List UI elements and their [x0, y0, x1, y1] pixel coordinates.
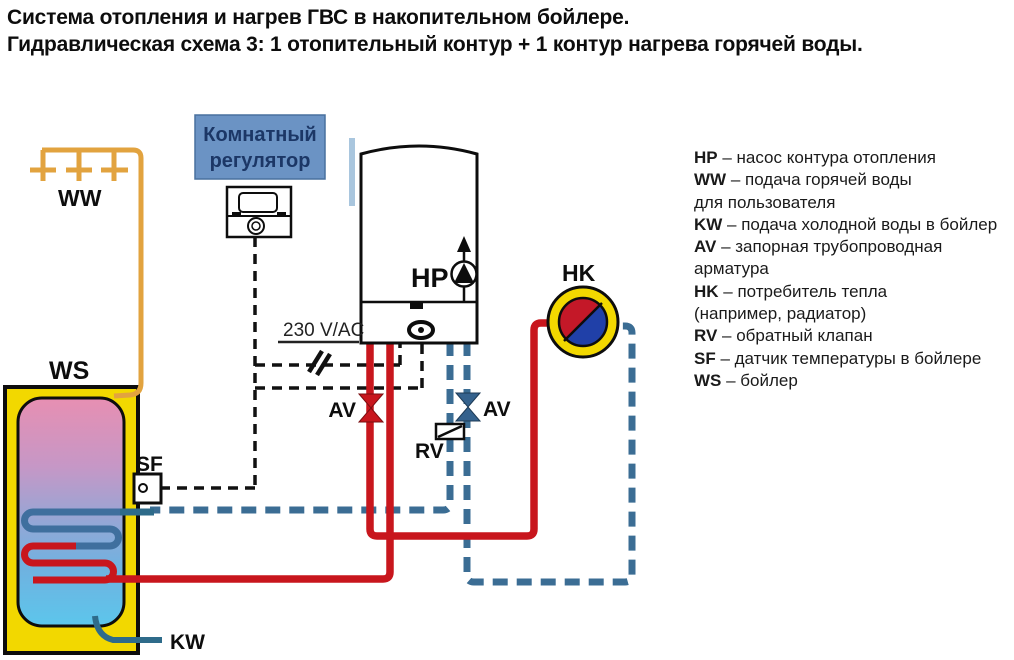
- legend-text: – подача горячей воды: [726, 170, 912, 190]
- tap-icon: [101, 150, 128, 181]
- control-wires: [161, 237, 424, 490]
- rv-label: RV: [415, 440, 444, 463]
- legend-item-av: AV – запорная трубопроводная: [694, 236, 1012, 258]
- boiler-connector-tab: [410, 303, 423, 309]
- regulator-label-line2: регулятор: [210, 150, 311, 172]
- legend-key: KW: [694, 214, 723, 234]
- radiator-core-outline: [557, 296, 609, 348]
- hp-label: HP: [411, 263, 449, 293]
- tap-icon: [66, 150, 92, 181]
- ww-hot-water-pipes: [30, 147, 144, 399]
- legend-key: RV: [694, 326, 718, 346]
- boiler-fan-icon: [407, 320, 435, 340]
- legend-item-av-cont: арматура: [694, 258, 1012, 280]
- ww-main-pipe: [42, 147, 144, 399]
- radiator-hot-half: [558, 297, 600, 339]
- callout-bar: [349, 138, 355, 206]
- kw-cold-water-pipe: [92, 615, 162, 643]
- legend-key: AV: [694, 237, 717, 257]
- radiator-return-pipe: [463, 322, 636, 586]
- tank-loading-pipe: [106, 341, 394, 583]
- cable-break-icon: [307, 349, 332, 377]
- check-valve: [434, 422, 466, 441]
- voltage-label: 230 V/AC: [283, 320, 364, 341]
- legend-item-hk-cont: (например, радиатор): [694, 303, 1012, 325]
- boiler-fan-center: [418, 327, 424, 333]
- ws-label: WS: [49, 357, 89, 385]
- mains-wire: [255, 344, 402, 367]
- pump-icon: [450, 236, 478, 301]
- page-title-line1: Система отопления и нагрев ГВС в накопит…: [7, 6, 630, 29]
- hk-label: HK: [562, 260, 596, 286]
- legend-text: – подача холодной воды в бойлер: [722, 214, 998, 234]
- legend-text: – запорная трубопроводная: [716, 237, 943, 257]
- radiator-cold-half: [566, 305, 608, 347]
- legend-key: HK: [694, 281, 719, 301]
- return-pipes: [150, 322, 636, 586]
- shutoff-valve-blue: [454, 392, 482, 422]
- storage-tank: [3, 385, 162, 655]
- legend-item-kw: KW – подача холодной воды в бойлер: [694, 214, 1012, 236]
- legend-text: – обратный клапан: [717, 326, 873, 346]
- sf-label: SF: [136, 453, 163, 476]
- page-title-line2: Гидравлическая схема 3: 1 отопительный к…: [7, 33, 863, 56]
- legend: HP – насос контура отопления WW – подача…: [694, 147, 1012, 392]
- room-regulator: Комнатный регулятор: [194, 114, 326, 239]
- legend-text: арматура: [694, 259, 769, 279]
- legend-item-ww-cont: для пользователя: [694, 192, 1012, 214]
- av-right-label: AV: [483, 398, 511, 421]
- wall-boiler: HP: [359, 144, 479, 345]
- thermostat-icon: [225, 185, 293, 239]
- legend-item-sf: SF – датчик температуры в бойлере: [694, 348, 1012, 370]
- radiator: [546, 285, 620, 359]
- legend-key: WW: [694, 170, 727, 190]
- supply-pipes: [366, 319, 551, 540]
- legend-text: – бойлер: [721, 370, 798, 390]
- radiator-supply-pipe: [366, 319, 551, 540]
- legend-text: для пользователя: [694, 192, 836, 212]
- tap-icon: [30, 150, 56, 181]
- kw-label: KW: [170, 631, 205, 654]
- boiler-body: [359, 144, 479, 345]
- legend-item-hp: HP – насос контура отопления: [694, 147, 1012, 169]
- legend-item-rv: RV – обратный клапан: [694, 325, 1012, 347]
- shutoff-valve-red: [357, 393, 385, 423]
- legend-key: WS: [694, 370, 722, 390]
- ww-label: WW: [58, 185, 102, 211]
- legend-key: SF: [694, 348, 716, 368]
- legend-text: – насос контура отопления: [717, 148, 936, 167]
- coil-blue-section: [21, 508, 146, 550]
- regulator-label-line1: Комнатный: [203, 124, 316, 146]
- legend-item-ww: WW – подача горячей воды: [694, 169, 1012, 191]
- av-left-label: AV: [328, 399, 356, 422]
- legend-text: – датчик температуры в бойлере: [715, 348, 982, 368]
- legend-text: (например, радиатор): [694, 304, 867, 324]
- tank-sensor: [132, 472, 163, 505]
- legend-item-ws: WS – бойлер: [694, 370, 1012, 392]
- radiator-divider: [563, 302, 603, 342]
- legend-key: HP: [694, 148, 718, 167]
- legend-item-hk: HK – потребитель тепла: [694, 281, 1012, 303]
- sensor-bus-wire: [255, 344, 424, 390]
- legend-text: – потребитель тепла: [718, 281, 888, 301]
- tank-return-pipe: [150, 341, 454, 514]
- regulator-label-box: [194, 114, 326, 180]
